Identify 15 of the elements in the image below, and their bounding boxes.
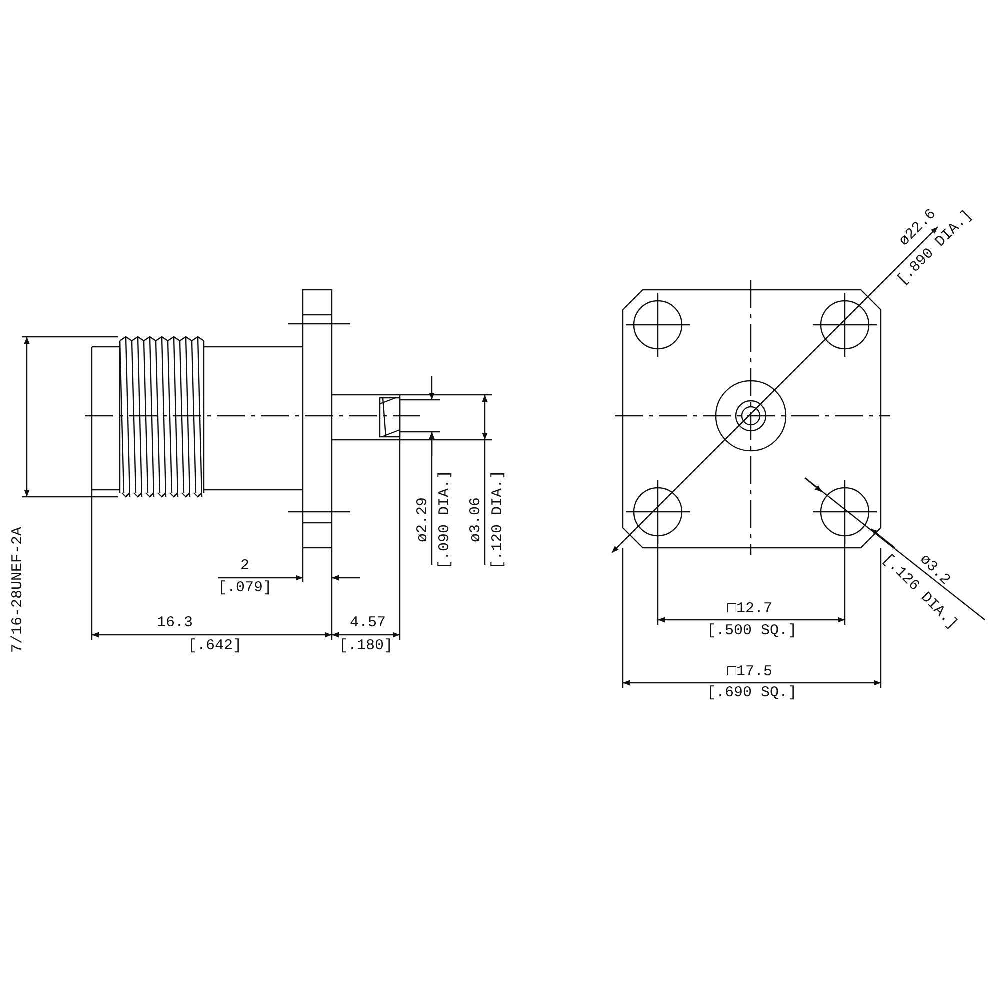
dimension-text: □17.5 <box>728 664 772 680</box>
dimension-text: ø2.29 <box>414 498 432 542</box>
dimension-text: 2 <box>240 558 250 574</box>
thread-spec-text: 7/16-28UNEF-2A <box>10 526 26 654</box>
dimension-text: [.090 DIA.] <box>436 470 454 570</box>
dimension-text: [.500 SQ.] <box>707 622 797 640</box>
dimension-text: ø3.06 <box>468 498 484 542</box>
dimension-text: [.120 DIA.] <box>490 470 506 570</box>
dimension-text: 4.57 <box>350 614 386 632</box>
dimension-text: [.642] <box>188 638 242 654</box>
dimension-text: [.690 SQ.] <box>707 684 797 702</box>
dimension-text: 16.3 <box>157 614 193 632</box>
dimension-text: [.180] <box>339 638 393 654</box>
dimension-text: □12.7 <box>728 600 772 618</box>
dimension-text: [.079] <box>218 580 272 596</box>
